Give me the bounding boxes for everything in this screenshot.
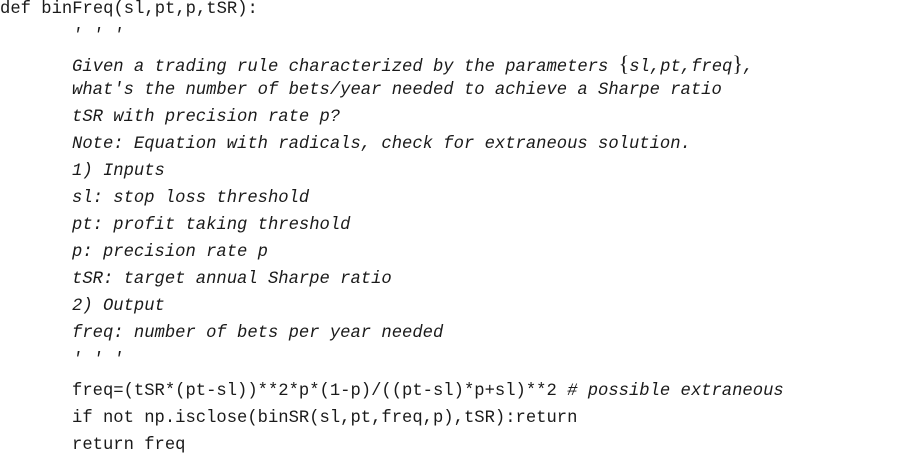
freq-formula: freq=(tSR*(pt-sl))**2*p*(1-p)/((pt-sl)*p… — [72, 382, 568, 401]
docstring-line-11: freq: number of bets per year needed — [72, 324, 444, 343]
inline-comment: # possible extraneous — [567, 382, 784, 401]
docstring-line-6: sl: stop loss threshold — [72, 189, 310, 208]
docstring-line-2: what's the number of bets/year needed to… — [72, 81, 722, 100]
docstring-line-3: tSR with precision rate p? — [72, 108, 341, 127]
docstring-line-9: tSR: target annual Sharpe ratio — [72, 270, 392, 289]
docstring-line-1-end: , — [742, 58, 754, 77]
brace-open: { — [618, 51, 630, 76]
docstring-line-4: Note: Equation with radicals, check for … — [72, 135, 691, 154]
docstring-line-1-params: sl,pt,freq — [629, 58, 733, 77]
docstring-line-1: Given a trading rule characterized by th… — [72, 50, 753, 77]
freq-assignment-line: freq=(tSR*(pt-sl))**2*p*(1-p)/((pt-sl)*p… — [72, 378, 784, 405]
brace-close: } — [732, 51, 743, 76]
function-definition-line: def binFreq(sl,pt,p,tSR): — [0, 0, 258, 19]
if-check-line: if not np.isclose(binSR(sl,pt,freq,p),tS… — [72, 409, 578, 428]
docstring-line-10: 2) Output — [72, 297, 165, 316]
docstring-close-quotes: ' ' ' — [72, 351, 124, 370]
return-line: return freq — [72, 436, 186, 455]
docstring-open-quotes: ' ' ' — [72, 27, 124, 46]
docstring-line-5: 1) Inputs — [72, 162, 165, 181]
docstring-line-8: p: precision rate p — [72, 243, 268, 262]
docstring-line-1-text: Given a trading rule characterized by th… — [72, 58, 619, 77]
docstring-line-7: pt: profit taking threshold — [72, 216, 351, 235]
